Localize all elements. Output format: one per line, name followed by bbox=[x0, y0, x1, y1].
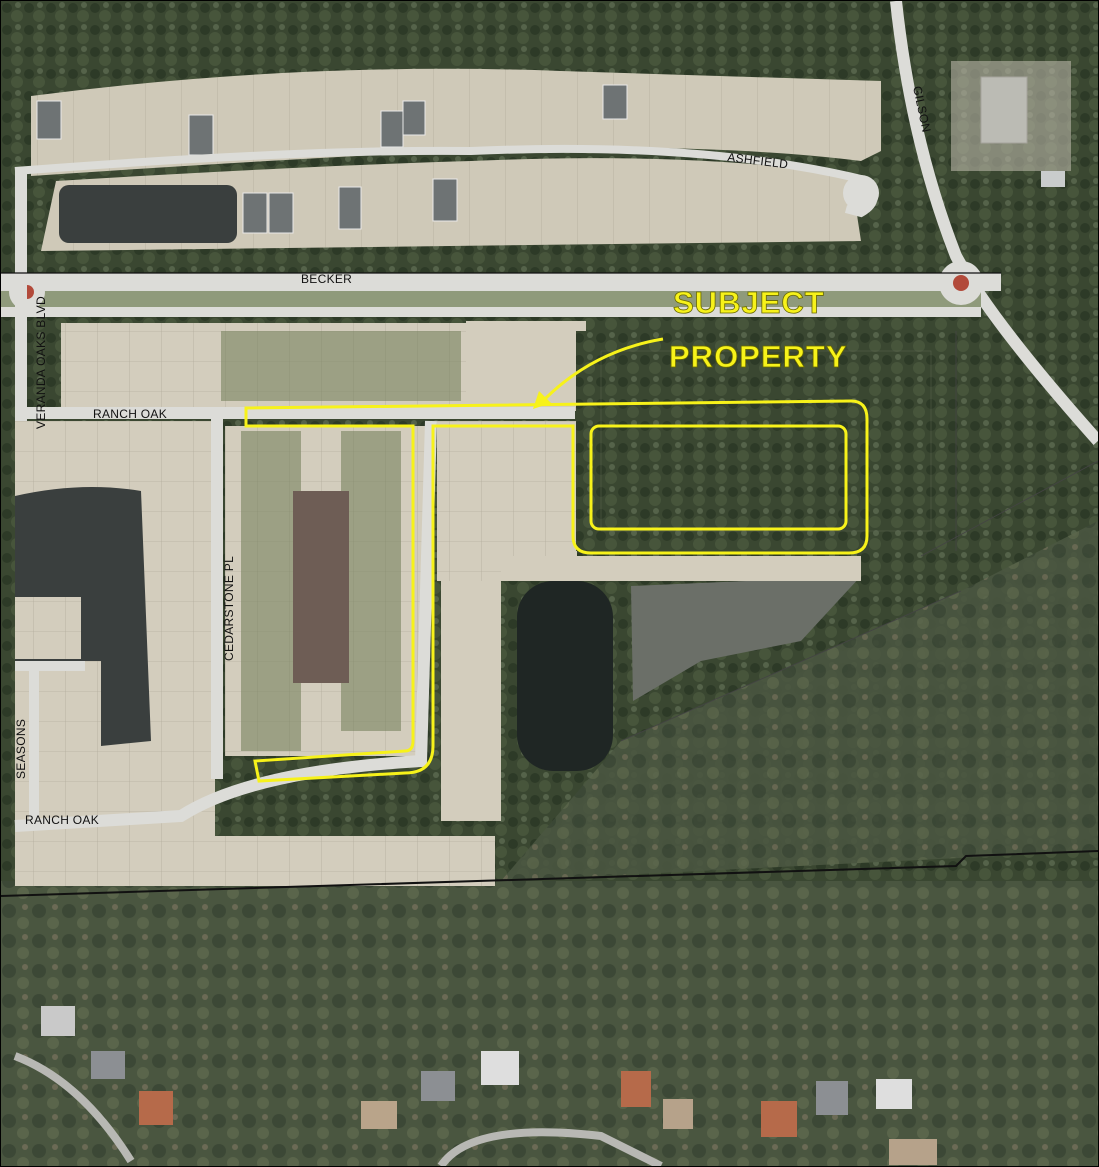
road-becker bbox=[1, 273, 1001, 291]
subject-parcel-outline bbox=[589, 424, 848, 531]
pond-southeast-1 bbox=[517, 581, 613, 771]
pond-west bbox=[15, 487, 151, 746]
south-lots bbox=[15, 836, 495, 886]
label-seasons: SEASONS bbox=[14, 719, 28, 779]
road-becker-south bbox=[1, 307, 981, 317]
callout-arrow bbox=[539, 337, 664, 405]
parcel-boundary-south bbox=[1, 850, 1098, 897]
label-ranch-oak-south: RANCH OAK bbox=[25, 813, 99, 827]
road-gilson bbox=[890, 1, 1098, 445]
houses-north bbox=[36, 84, 628, 234]
pond-north bbox=[59, 185, 237, 243]
marsh-east bbox=[501, 521, 1098, 881]
label-veranda-oaks: VERANDA OAKS BLVD bbox=[34, 296, 48, 429]
marsh-area bbox=[1, 881, 1098, 1166]
pond-center bbox=[293, 491, 349, 683]
road-seasons bbox=[29, 661, 39, 821]
road-south bbox=[13, 1052, 663, 1166]
seasons-lots bbox=[15, 597, 81, 659]
pond-southeast-2 bbox=[631, 576, 861, 701]
label-becker: BECKER bbox=[301, 272, 352, 286]
road-becker-median bbox=[1, 291, 981, 309]
label-cedarstone: CEDARSTONE PL bbox=[222, 556, 236, 661]
east-central-lots bbox=[437, 421, 577, 581]
callout-line1: SUBJECT bbox=[673, 285, 825, 320]
cul-de-sac bbox=[843, 175, 879, 211]
callout-line2: PROPERTY bbox=[669, 339, 848, 374]
road-ranch-oak-north bbox=[15, 407, 575, 419]
central-lots-mid bbox=[466, 321, 586, 411]
subject-woods bbox=[576, 331, 951, 551]
north-lots bbox=[31, 68, 881, 176]
clearing bbox=[501, 556, 861, 581]
label-ranch-oak-north: RANCH OAK bbox=[93, 407, 167, 421]
subject-road-outline bbox=[244, 399, 869, 783]
parcel-boundary-east bbox=[620, 331, 1098, 742]
road-cedarstone bbox=[211, 419, 223, 779]
callout-arrowhead bbox=[533, 391, 551, 409]
houses-south bbox=[41, 1006, 937, 1165]
